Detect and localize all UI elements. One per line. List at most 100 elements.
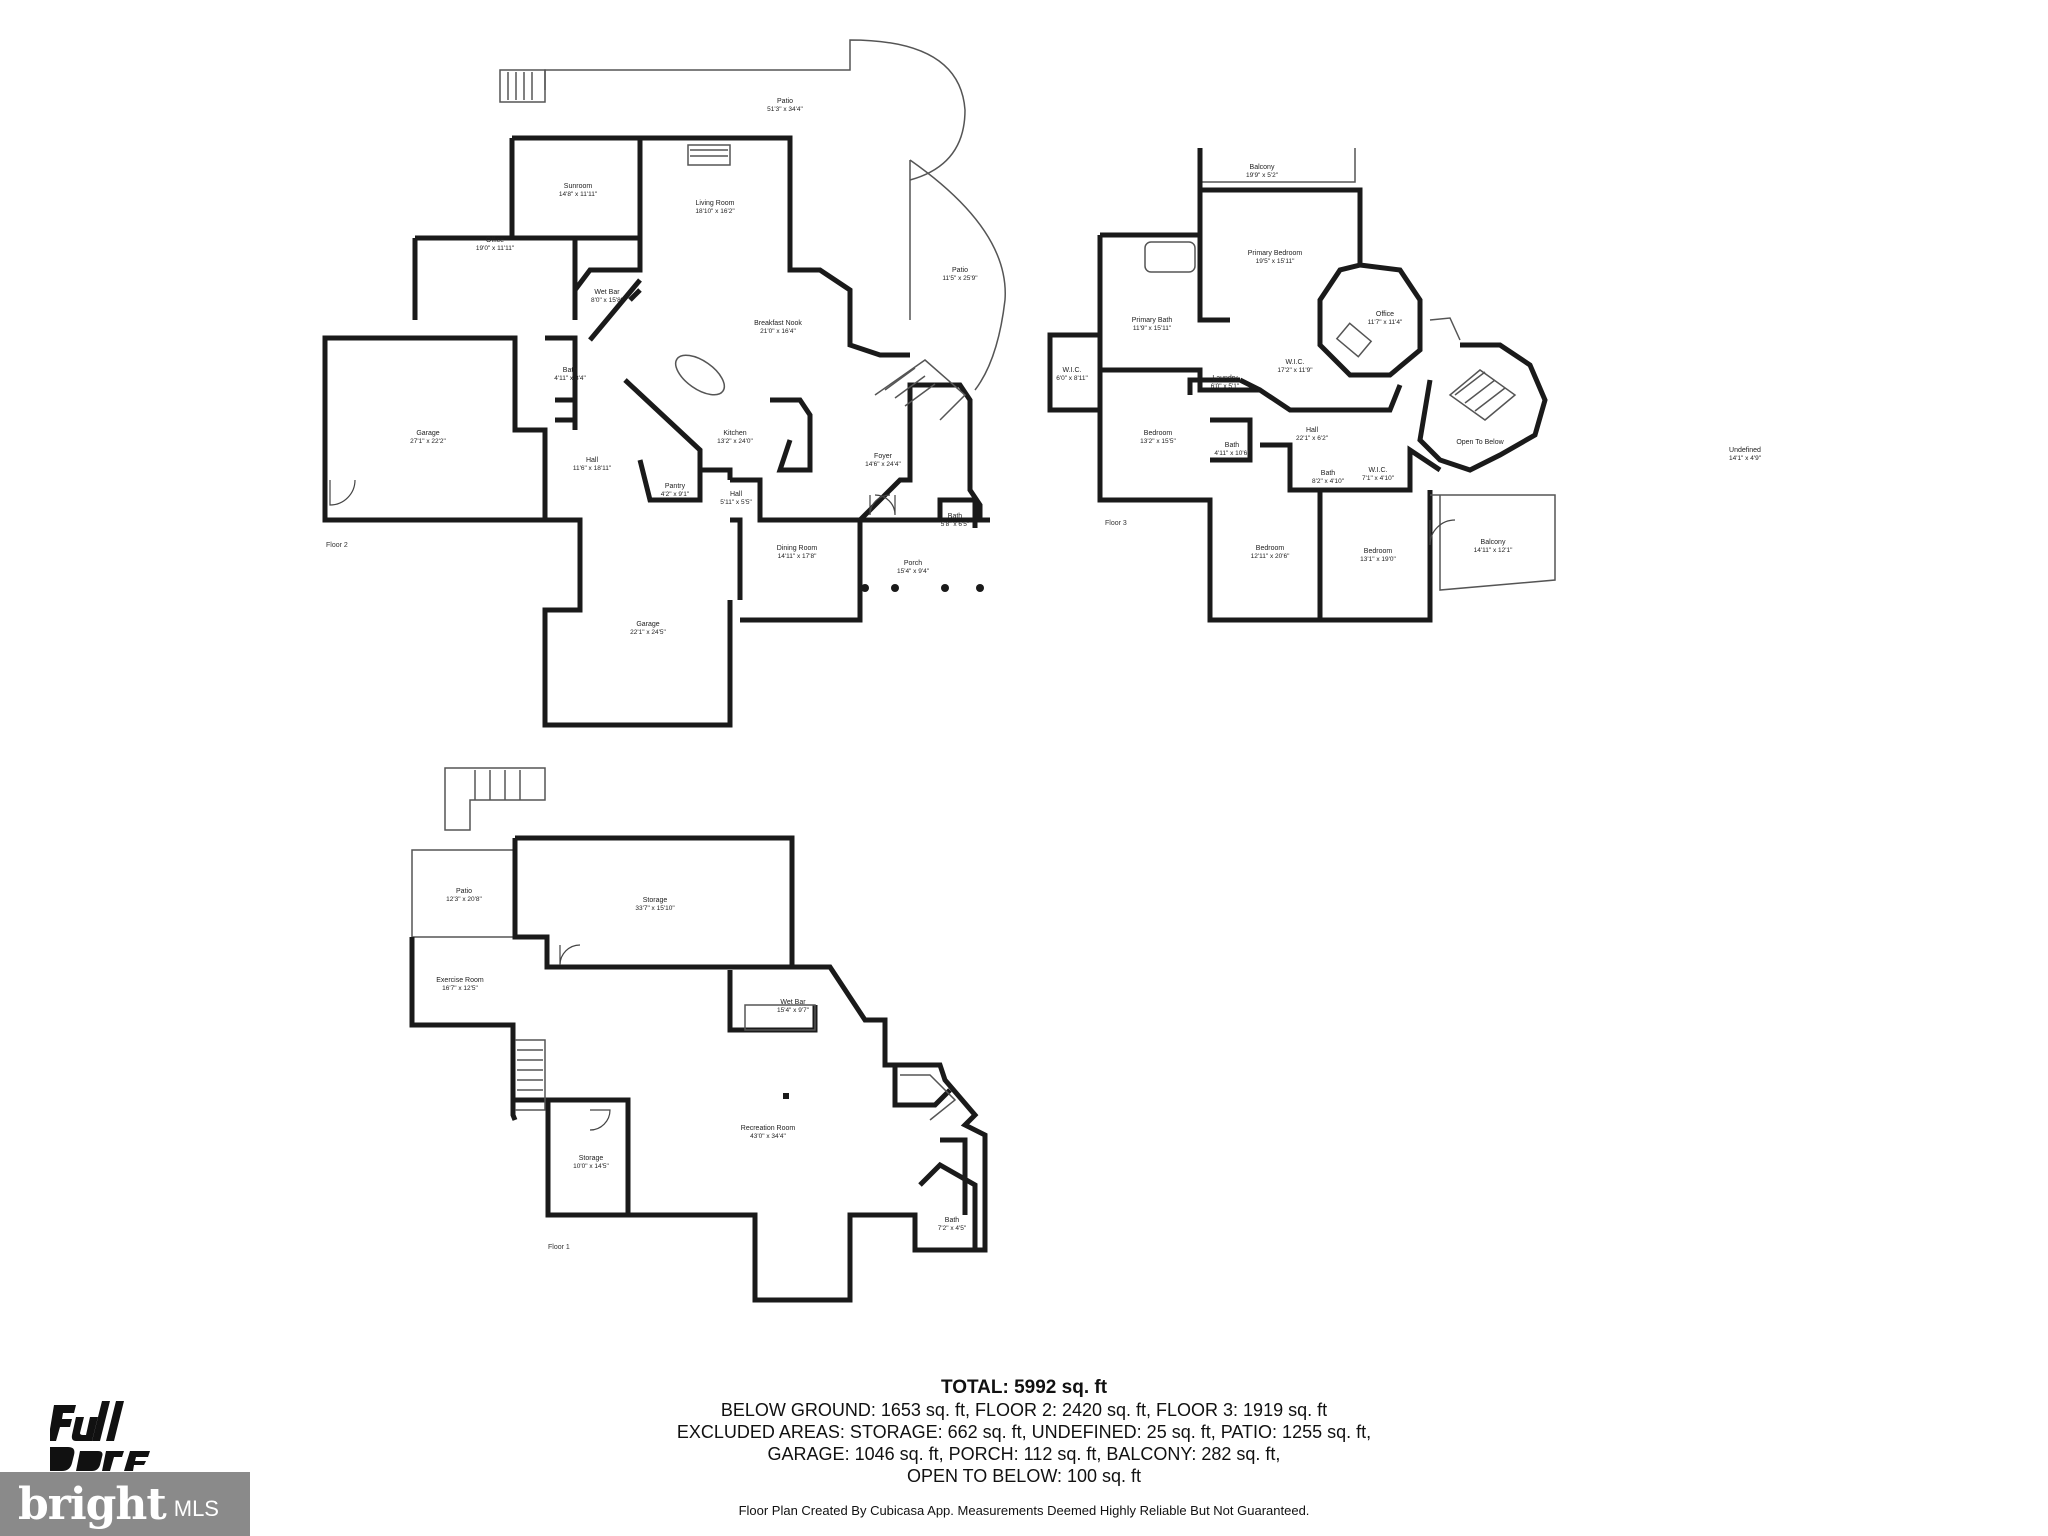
f3-room-name-bath1: Bath — [1225, 442, 1240, 449]
f1-room-dim-exercise: 16'7" x 12'5" — [442, 985, 478, 992]
area-summary: TOTAL: 5992 sq. ft BELOW GROUND: 1653 sq… — [0, 1377, 2048, 1487]
f3-room-name-bed2: Bedroom — [1256, 545, 1285, 552]
f2-room-name-pantry: Pantry — [665, 483, 686, 490]
f2-room-dim-garage2: 22'1" x 24'5" — [630, 629, 666, 636]
f2-room-dim-sunroom: 14'8" x 11'11" — [559, 191, 598, 198]
floor-3-label: Floor 3 — [1105, 520, 1127, 527]
f3-room-name-undefined: Undefined — [1729, 447, 1761, 454]
f2-room-name-wetbar: Wet Bar — [594, 289, 620, 296]
f3-room-name-balcony1: Balcony — [1250, 164, 1275, 171]
f3-room-dim-bath2: 8'2" x 4'10" — [1312, 478, 1345, 485]
f2-room-dim-hall2: 5'11" x 5'5" — [720, 499, 752, 506]
f1-room-dim-storage1: 33'7" x 15'10" — [635, 905, 675, 912]
f2-room-name-bath1: Bath — [563, 367, 578, 374]
f1-room-dim-wetbar: 15'4" x 9'7" — [777, 1007, 810, 1014]
f2-room-dim-kitchen: 13'2" x 24'0" — [717, 438, 753, 445]
f3-room-name-open-below: Open To Below — [1456, 439, 1504, 446]
summary-line-4: OPEN TO BELOW: 100 sq. ft — [906, 1466, 1142, 1486]
f2-room-dim-garage1: 27'1" x 22'2" — [410, 438, 446, 445]
f3-room-dim-laundry: 6'0" x 5'1" — [1211, 383, 1240, 390]
floor-2-label: Floor 2 — [326, 542, 348, 549]
f1-room-name-storage2: Storage — [579, 1155, 604, 1162]
floor-2-labels: Patio 51'3" x 34'4" Sunroom 14'8" x 11'1… — [326, 98, 978, 636]
f2-room-dim-wetbar: 8'0" x 15'8" — [591, 297, 624, 304]
f1-room-name-storage1: Storage — [643, 897, 668, 904]
f3-room-name-wic2: W.I.C. — [1062, 367, 1081, 374]
f2-room-dim-hall1: 11'6" x 18'11" — [573, 465, 612, 472]
f3-room-dim-primary-bed: 19'5" x 15'11" — [1256, 258, 1295, 265]
f3-room-name-bed1: Bedroom — [1144, 430, 1173, 437]
f3-room-dim-primary-bath: 11'9" x 15'11" — [1133, 325, 1172, 332]
f2-room-name-hall1: Hall — [586, 457, 599, 464]
f2-room-dim-bath1: 4'11" x 8'4" — [554, 375, 586, 382]
f2-room-dim-porch: 15'4" x 9'4" — [897, 568, 930, 575]
bright-mls-logo: bright MLS — [0, 1472, 250, 1536]
f3-room-name-balcony2: Balcony — [1481, 539, 1506, 546]
f3-room-dim-undefined: 14'1" x 4'9" — [1729, 455, 1762, 462]
f2-room-dim-living: 18'10" x 16'2" — [695, 208, 735, 215]
f2-room-name-kitchen: Kitchen — [723, 430, 746, 437]
floor-1-labels: Patio 12'3" x 20'8" Storage 33'7" x 15'1… — [436, 888, 967, 1251]
f3-room-name-laundry: Laundry — [1212, 375, 1238, 382]
f2-room-name-sunroom: Sunroom — [564, 183, 593, 190]
f2-room-name-patio2: Patio — [952, 267, 968, 274]
summary-total: TOTAL: 5992 sq. ft — [940, 1377, 1108, 1398]
f2-room-name-porch: Porch — [904, 560, 922, 567]
f3-room-name-office: Office — [1376, 311, 1394, 318]
f3-room-name-hall: Hall — [1306, 427, 1319, 434]
f2-room-name-office: Office — [486, 237, 504, 244]
f2-room-name-foyer: Foyer — [874, 453, 893, 460]
summary-line-3: GARAGE: 1046 sq. ft, PORCH: 112 sq. ft, … — [767, 1444, 1281, 1464]
f1-room-name-bath: Bath — [945, 1217, 960, 1224]
f2-room-name-garage2: Garage — [636, 621, 659, 628]
fullbore-logo — [50, 1401, 150, 1471]
floor-1-label: Floor 1 — [548, 1244, 570, 1251]
f2-room-dim-office: 19'0" x 11'11" — [476, 245, 515, 252]
f3-room-name-wic1: W.I.C. — [1285, 359, 1304, 366]
f3-room-dim-bed1: 13'2" x 15'5" — [1140, 438, 1176, 445]
bright-wordmark: bright — [18, 1478, 167, 1530]
f2-room-dim-bath2: 5'8" x 6'5" — [941, 521, 970, 528]
summary-line-1: BELOW GROUND: 1653 sq. ft, FLOOR 2: 2420… — [720, 1400, 1328, 1420]
f3-room-dim-bed2: 12'11" x 20'6" — [1251, 553, 1290, 560]
f3-room-dim-balcony2: 14'11" x 12'1" — [1474, 547, 1513, 554]
f3-room-dim-balcony1: 19'9" x 5'2" — [1246, 172, 1279, 179]
f1-room-dim-storage2: 10'0" x 14'5" — [573, 1163, 609, 1170]
f3-room-name-wic3: W.I.C. — [1368, 467, 1387, 474]
f3-room-dim-bath1: 4'11" x 10'6" — [1214, 450, 1250, 457]
mls-wordmark: MLS — [173, 1496, 219, 1521]
f2-room-dim-patio: 51'3" x 34'4" — [767, 106, 803, 113]
f2-room-name-hall2: Hall — [730, 491, 743, 498]
f2-room-name-bath2: Bath — [948, 513, 963, 520]
floor-1-plan — [409, 767, 988, 1303]
f3-room-dim-wic1: 17'2" x 11'9" — [1277, 367, 1313, 374]
f3-room-dim-wic2: 6'0" x 8'11" — [1056, 375, 1088, 382]
floor-2-plan — [322, 39, 1006, 728]
f2-room-dim-dining: 14'11" x 17'8" — [778, 553, 817, 560]
f1-room-name-patio: Patio — [456, 888, 472, 895]
f3-room-name-primary-bed: Primary Bedroom — [1248, 250, 1303, 257]
f2-room-dim-foyer: 14'6" x 24'4" — [865, 461, 901, 468]
floor-3-plan — [1047, 148, 1556, 623]
summary-line-2: EXCLUDED AREAS: STORAGE: 662 sq. ft, UND… — [676, 1422, 1372, 1442]
f2-room-name-nook: Breakfast Nook — [754, 320, 802, 327]
floor-3-labels: Balcony 19'9" x 5'2" Primary Bedroom 19'… — [1056, 164, 1761, 563]
f1-room-dim-recreation: 43'0" x 34'4" — [750, 1133, 786, 1140]
f2-room-dim-pantry: 4'2" x 9'1" — [661, 491, 690, 498]
credit-note: Floor Plan Created By Cubicasa App. Meas… — [738, 1503, 1310, 1518]
f2-room-dim-nook: 21'0" x 16'4" — [760, 328, 796, 335]
f1-room-name-wetbar: Wet Bar — [780, 999, 806, 1006]
f3-room-dim-bed3: 13'1" x 19'0" — [1360, 556, 1396, 563]
f3-room-name-primary-bath: Primary Bath — [1132, 317, 1173, 324]
f1-room-dim-patio: 12'3" x 20'8" — [446, 896, 482, 903]
f1-room-name-exercise: Exercise Room — [436, 977, 484, 984]
f2-room-name-dining: Dining Room — [777, 545, 818, 552]
f2-room-name-patio: Patio — [777, 98, 793, 105]
f3-room-dim-office: 11'7" x 11'4" — [1368, 319, 1403, 326]
f3-room-dim-hall: 22'1" x 6'2" — [1296, 435, 1329, 442]
f3-room-name-bath2: Bath — [1321, 470, 1336, 477]
f3-room-name-bed3: Bedroom — [1364, 548, 1393, 555]
f3-room-dim-wic3: 7'1" x 4'10" — [1362, 475, 1395, 482]
f2-room-dim-patio2: 11'5" x 25'9" — [942, 275, 978, 282]
